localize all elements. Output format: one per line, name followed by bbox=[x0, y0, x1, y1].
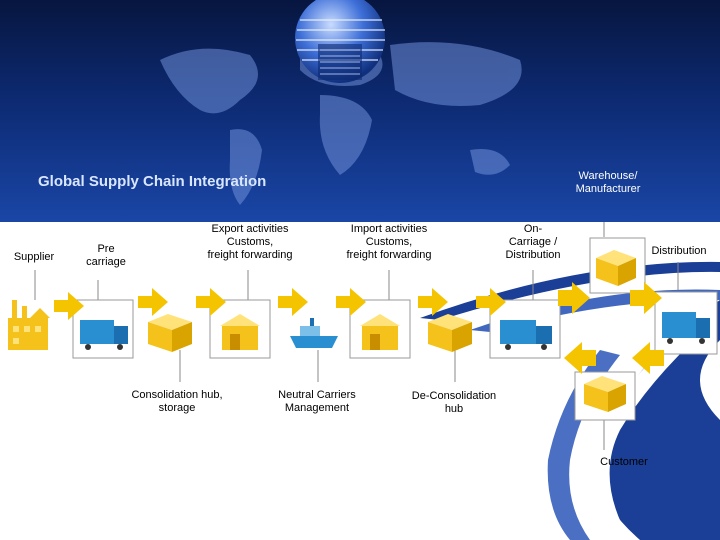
container-icon bbox=[596, 250, 636, 286]
label-line: Export activities bbox=[211, 223, 289, 235]
arrow-right-icon bbox=[54, 282, 662, 320]
label-neutral-carriers: Neutral Carriers Management bbox=[262, 389, 372, 415]
truck-icon bbox=[662, 312, 710, 344]
label-line: Management bbox=[284, 402, 350, 414]
label-line: hub bbox=[444, 403, 464, 415]
label-line: carriage bbox=[86, 256, 126, 268]
label-export: Export activities Customs, freight forwa… bbox=[190, 223, 310, 262]
arrow-left-icon bbox=[564, 342, 664, 374]
swoosh-band bbox=[420, 261, 720, 320]
label-line: Import activities bbox=[350, 223, 428, 235]
label-line: Customs, bbox=[365, 236, 413, 248]
container-icon bbox=[148, 314, 192, 352]
label-line: Warehouse/ bbox=[578, 170, 638, 182]
label-supplier: Supplier bbox=[13, 251, 55, 263]
label-pre-carriage: Pre carriage bbox=[76, 243, 136, 269]
label-line: On- bbox=[523, 223, 543, 235]
label-import: Import activities Customs, freight forwa… bbox=[328, 223, 450, 262]
truck-icon bbox=[500, 320, 552, 350]
label-line: freight forwarding bbox=[346, 249, 432, 261]
label-line: Pre bbox=[97, 243, 115, 255]
label-line: Customs, bbox=[226, 236, 274, 248]
label-consolidation: Consolidation hub, storage bbox=[116, 389, 238, 415]
label-warehouse: Warehouse/ Manufacturer bbox=[560, 170, 656, 196]
label-distribution: Distribution bbox=[651, 245, 707, 257]
label-line: freight forwarding bbox=[207, 249, 293, 261]
warehouse-icon bbox=[220, 314, 260, 350]
label-oncarriage: On- Carriage / Distribution bbox=[494, 223, 572, 262]
factory-icon bbox=[8, 300, 50, 350]
hero-banner: Global Supply Chain Integration bbox=[0, 0, 720, 222]
container-icon bbox=[584, 376, 626, 412]
label-customer: Customer bbox=[600, 456, 648, 468]
label-line: Distribution bbox=[505, 249, 561, 261]
label-line: Neutral Carriers bbox=[278, 389, 356, 401]
label-line: Manufacturer bbox=[575, 183, 641, 195]
world-map-graphic bbox=[160, 0, 522, 205]
truck-icon bbox=[80, 320, 128, 350]
ship-icon bbox=[290, 318, 338, 348]
supply-chain-diagram bbox=[8, 222, 720, 540]
page-title: Global Supply Chain Integration bbox=[38, 173, 267, 190]
label-line: De-Consolidation bbox=[411, 390, 497, 402]
label-line: Consolidation hub, bbox=[131, 389, 223, 401]
label-deconsolidation: De-Consolidation hub bbox=[396, 390, 512, 416]
label-line: storage bbox=[158, 402, 196, 414]
container-icon bbox=[428, 314, 472, 352]
label-line: Carriage / bbox=[508, 236, 558, 248]
warehouse-icon bbox=[360, 314, 400, 350]
